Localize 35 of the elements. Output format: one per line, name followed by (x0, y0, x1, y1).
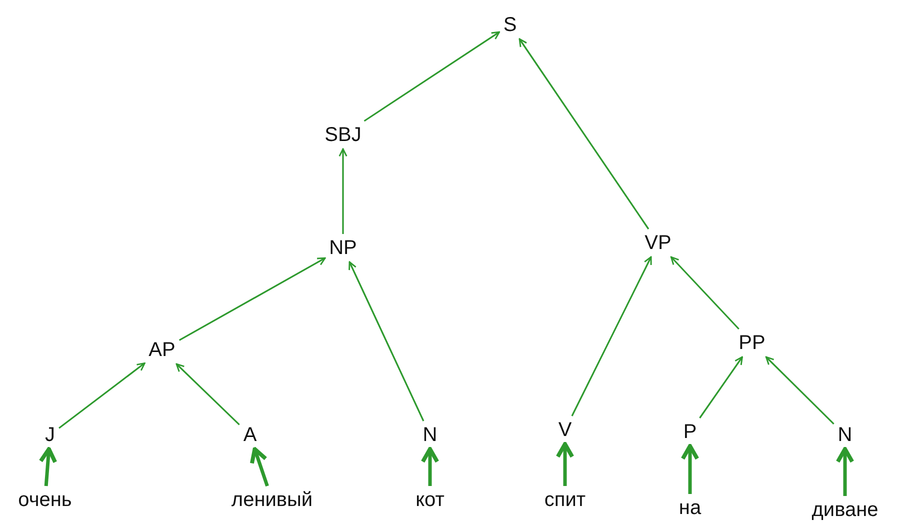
arrow (364, 31, 500, 122)
word-label: кот (414, 489, 446, 511)
arrow (670, 256, 740, 330)
category-label: A (242, 424, 258, 446)
arrow (680, 444, 700, 494)
category-label: SBJ (324, 124, 362, 146)
arrow (176, 363, 240, 426)
category-label: V (557, 419, 573, 441)
arrow (571, 256, 652, 416)
category-label: VP (644, 232, 672, 254)
category-label: S (502, 14, 518, 36)
arrow (338, 148, 348, 234)
arrow (518, 38, 650, 230)
arrow (765, 356, 834, 424)
arrow (556, 442, 574, 486)
arrow (178, 257, 326, 341)
word-label: диване (810, 499, 880, 521)
word-label: очень (17, 489, 73, 511)
category-label: J (44, 424, 56, 446)
category-label: PP (738, 332, 766, 354)
category-label: N (422, 424, 438, 446)
category-label: P (682, 421, 698, 443)
arrow (58, 362, 146, 429)
category-label: N (836, 424, 854, 446)
arrow (420, 447, 440, 486)
arrow (38, 447, 58, 486)
category-label: AP (148, 339, 176, 361)
word-label: спит (543, 489, 587, 511)
arrow (348, 261, 424, 422)
word-label: на (678, 497, 702, 519)
word-label: ленивый (230, 489, 314, 511)
arrow (699, 356, 743, 418)
arrow (250, 447, 269, 487)
category-label: NP (328, 237, 358, 259)
arrow (836, 447, 854, 496)
